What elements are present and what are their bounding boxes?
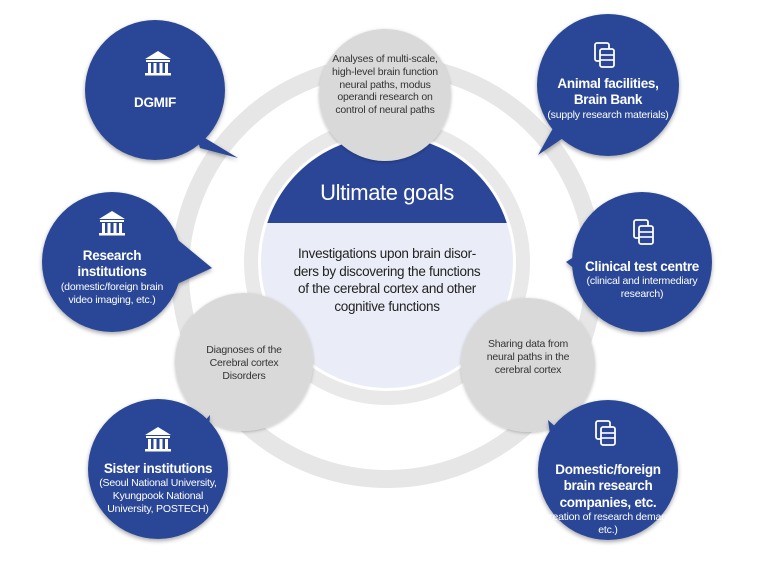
node-research-shape [42, 192, 212, 332]
node-research: Research institutions (domestic/foreign … [52, 248, 172, 307]
grey-circle-right [461, 298, 595, 432]
grey-circle-top [319, 29, 451, 161]
node-clinical-title: Clinical test centre [584, 259, 700, 274]
node-companies-shape [538, 400, 678, 540]
node-companies-title: Domestic/foreign brain research companie… [555, 462, 661, 510]
node-clinical: Clinical test centre (clinical and inter… [582, 259, 702, 301]
node-animal: Animal facilities, Brain Bank (supply re… [543, 76, 673, 122]
node-sister-title: Sister institutions [103, 461, 213, 476]
node-dgmif-title: DGMIF [134, 95, 176, 110]
center-title: Ultimate goals [320, 180, 454, 205]
node-animal-title: Animal facilities, Brain Bank [557, 76, 659, 108]
node-companies-subtitle: (creation of research demand, etc.) [540, 511, 676, 537]
grey-circle-left [175, 293, 313, 431]
grey-left-text: Diagnoses of the Cerebral cortex Disorde… [206, 344, 282, 382]
node-animal-subtitle: (supply research materials) [547, 108, 669, 121]
node-companies: Domestic/foreign brain research companie… [538, 462, 678, 537]
node-sister: Sister institutions (Seoul National Univ… [93, 461, 223, 516]
center-description: Investigations upon brain disor-ders by … [293, 246, 481, 314]
node-research-subtitle: (domestic/foreign brain video imaging, e… [60, 280, 164, 306]
node-clinical-subtitle: (clinical and intermediary research) [586, 275, 698, 301]
node-animal-shape [537, 14, 679, 156]
node-research-title: Research institutions [77, 248, 147, 280]
node-dgmif: DGMIF [105, 95, 205, 111]
grey-right-text: Sharing data from neural paths in the ce… [486, 338, 570, 376]
node-sister-subtitle: (Seoul National University, Kyungpook Na… [99, 477, 217, 516]
node-sister-shape [88, 399, 228, 539]
node-dgmif-shape [85, 20, 238, 160]
grey-top-text: Analyses of multi-scale, high-level brai… [332, 53, 438, 117]
node-clinical-shape [566, 192, 712, 332]
